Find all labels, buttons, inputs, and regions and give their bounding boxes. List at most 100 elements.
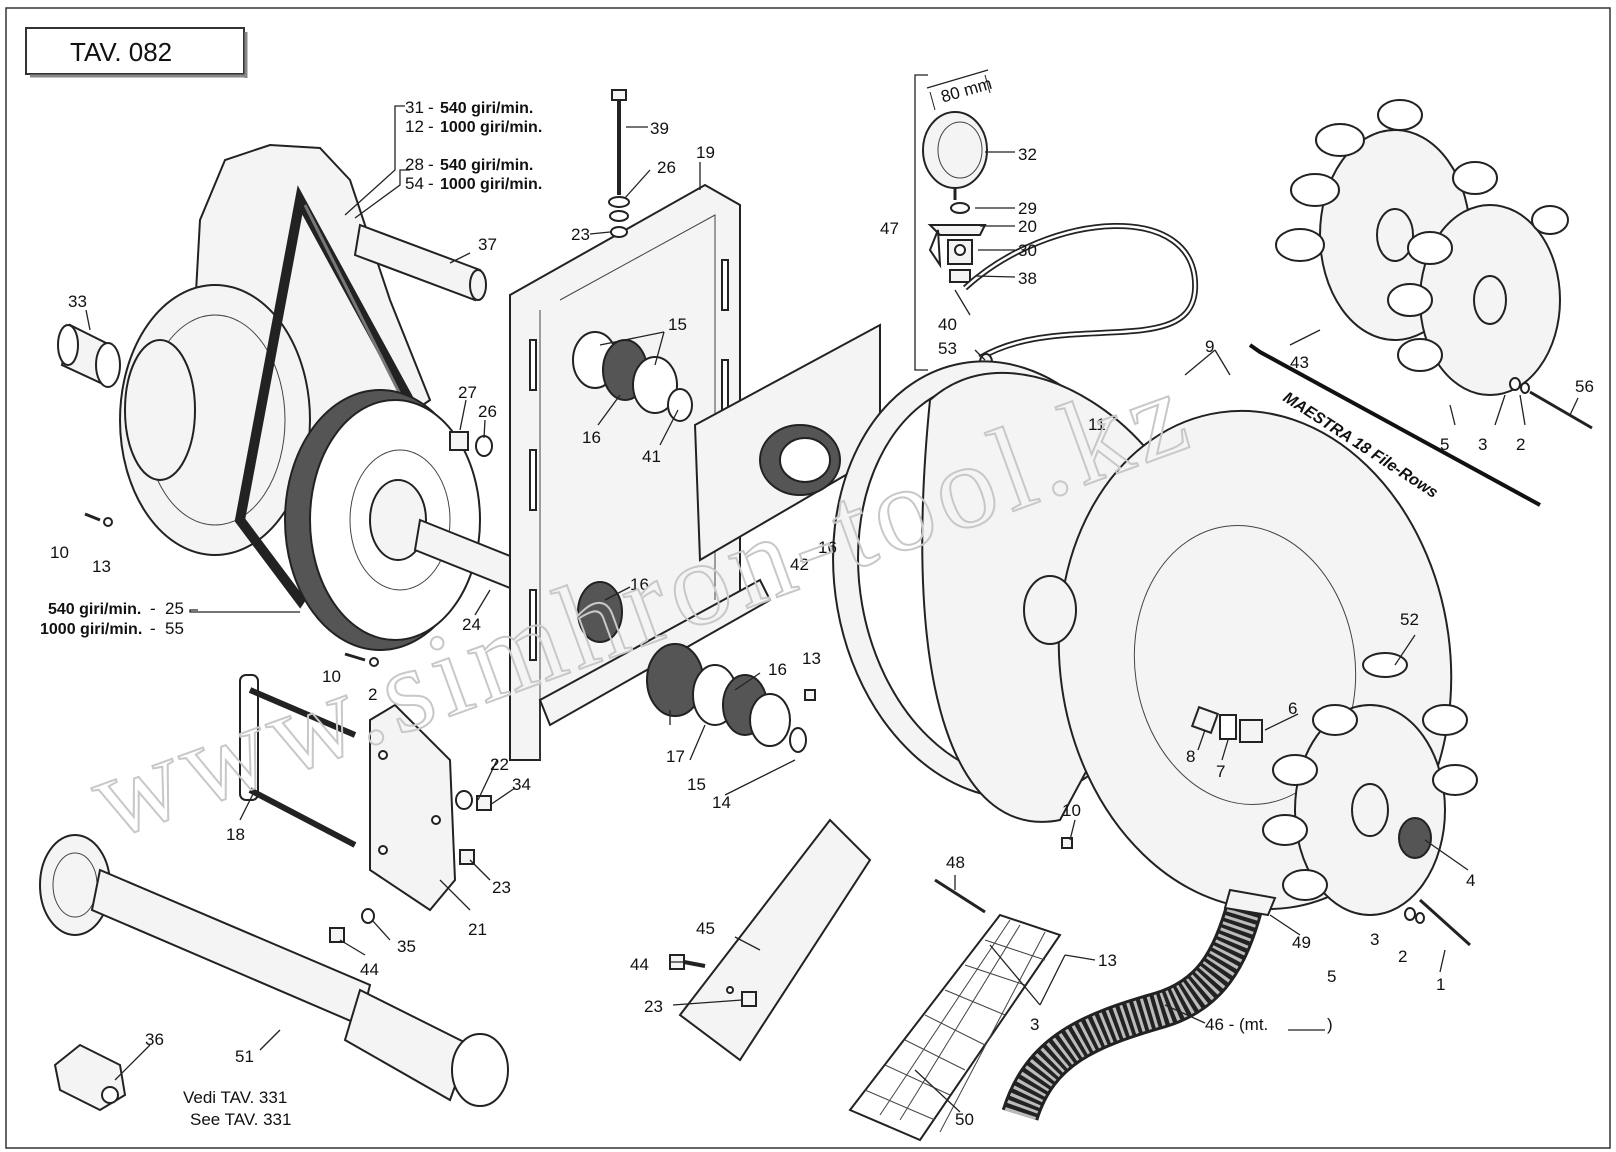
callout: 18 (226, 825, 245, 844)
callout: 15 (668, 315, 687, 334)
frame-bracket (509, 89, 881, 761)
fan-housing (804, 360, 1453, 911)
callout: 10 (322, 667, 341, 686)
callout: 3 (1370, 930, 1379, 949)
see-tav-en: See TAV. 331 (190, 1110, 291, 1129)
gauge-size-label: 80 mm (939, 74, 994, 107)
callout: 50 (955, 1110, 974, 1129)
callout: 36 (145, 1030, 164, 1049)
callout: 9 (1205, 337, 1214, 356)
callout: 56 (1575, 377, 1594, 396)
pulley-text-25: 540 giri/min. (48, 601, 141, 618)
callout: 49 (1292, 933, 1311, 952)
callout: 13 (802, 649, 821, 668)
svg-text:-: - (428, 98, 434, 117)
callout: 26 (657, 158, 676, 177)
callout: 42 (790, 555, 809, 574)
speed-text-28: 540 giri/min. (440, 157, 533, 174)
callout: 35 (397, 937, 416, 956)
callout: 23 (571, 225, 590, 244)
callout: 5 (1327, 967, 1336, 986)
speed-text-31: 540 giri/min. (440, 100, 533, 117)
callout: 11 (1088, 415, 1106, 434)
callout: 30 (1018, 241, 1037, 260)
callout: 13 (1098, 951, 1117, 970)
lower-parts (669, 818, 1277, 1142)
callout: 16 (768, 660, 787, 679)
callout: 17 (666, 747, 685, 766)
distributor-lower (1262, 652, 1478, 947)
callout: 4 (1466, 871, 1475, 890)
pulley-num-55: 55 (165, 619, 184, 638)
ubolt-plate-assembly (239, 674, 492, 943)
callout: 2 (368, 685, 377, 704)
callout: 40 (938, 315, 957, 334)
speed-text-12: 1000 giri/min. (440, 119, 542, 136)
callout: 44 (630, 955, 649, 974)
title-box (25, 27, 245, 75)
callout: 3 (1478, 435, 1487, 454)
page-title: TAV. 082 (70, 37, 172, 67)
speed-text-54: 1000 giri/min. (440, 176, 542, 193)
callout: 41 (642, 447, 661, 466)
gauge-assembly (914, 74, 1199, 371)
callout: 51 (235, 1047, 254, 1066)
belt-drive-assembly (57, 143, 522, 667)
callout: 45 (696, 919, 715, 938)
callout: 39 (650, 119, 669, 138)
speed-num-54: 54 (405, 174, 424, 193)
callout: 10 (50, 543, 69, 562)
gauge-dimension: 80 mm (926, 69, 994, 111)
pulley-num-25: 25 (165, 599, 184, 618)
speed-num-31: 31 (405, 98, 424, 117)
callout: 16 (582, 428, 601, 447)
callout: 33 (68, 292, 87, 311)
callout: 14 (712, 793, 731, 812)
callout: 16 (630, 575, 649, 594)
callout: 3 (1030, 1015, 1039, 1034)
callout: 29 (1018, 199, 1037, 218)
callout: 5 (1440, 435, 1449, 454)
speed-num-12: 12 (405, 117, 424, 136)
pto-shaft (39, 834, 509, 1112)
callout: 1 (1436, 975, 1445, 994)
callout: 22 (490, 755, 509, 774)
pulley-text-55: 1000 giri/min. (40, 621, 142, 638)
callout: 53 (938, 339, 957, 358)
callout: 6 (1288, 699, 1297, 718)
callout: 19 (696, 143, 715, 162)
speed-num-28: 28 (405, 155, 424, 174)
hose-label: 46 - (mt. (1205, 1015, 1268, 1034)
callout: 52 (1400, 610, 1419, 629)
callout: 20 (1018, 217, 1037, 236)
callout: 13 (92, 557, 111, 576)
svg-text:-: - (150, 599, 156, 618)
callout: 27 (458, 383, 477, 402)
hose-label-tail: ) (1327, 1015, 1333, 1034)
callout: 21 (468, 920, 487, 939)
callout: 2 (1398, 947, 1407, 966)
callout: 44 (360, 960, 379, 979)
callout: 10 (1062, 801, 1081, 820)
callout: 24 (462, 615, 481, 634)
callout: 47 (880, 219, 899, 238)
page-frame (5, 7, 1611, 1149)
callout: 8 (1186, 747, 1195, 766)
callout: 38 (1018, 269, 1037, 288)
svg-text:-: - (150, 619, 156, 638)
callout: 16 (818, 538, 837, 557)
callout: 23 (492, 878, 511, 897)
distributor-upper (1248, 99, 1593, 507)
svg-text:-: - (428, 155, 434, 174)
svg-text:-: - (428, 174, 434, 193)
callout: 43 (1290, 353, 1309, 372)
callout: 32 (1018, 145, 1037, 164)
see-tav-it: Vedi TAV. 331 (183, 1088, 287, 1107)
callout: 37 (478, 235, 497, 254)
callout-numbers: 39 26 23 19 37 33 27 26 10 13 15 16 41 4… (50, 119, 1594, 1129)
callout: 48 (946, 853, 965, 872)
leader-lines (85, 105, 1579, 1113)
callout: 23 (644, 997, 663, 1016)
